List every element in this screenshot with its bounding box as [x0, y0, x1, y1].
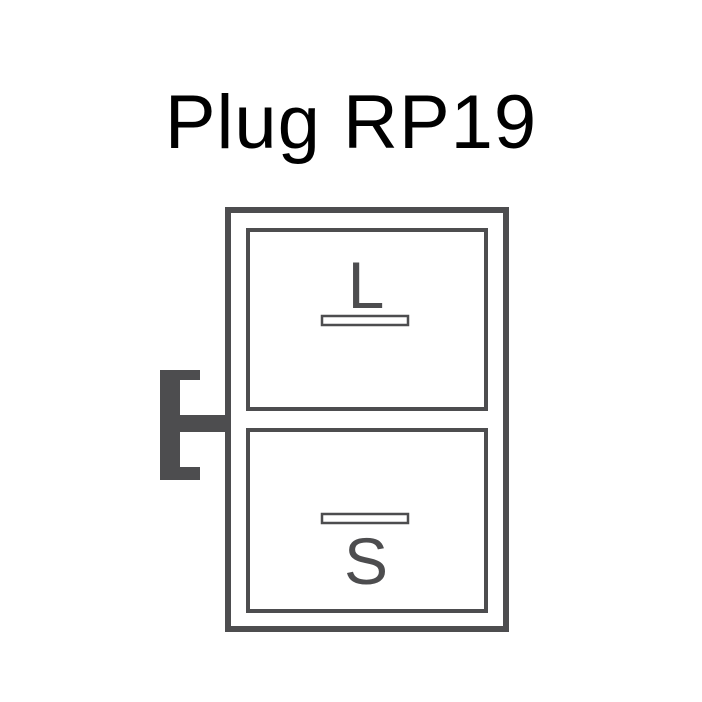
s-contact-bar [320, 512, 410, 525]
plug-latch-key [160, 370, 225, 480]
l-contact-bar [320, 314, 410, 327]
slot-compartment-bottom [246, 428, 488, 613]
plug-housing-outline [225, 207, 509, 632]
slot-compartment-top [246, 228, 488, 411]
slot-label-s: S [344, 524, 388, 598]
plug-title: Plug RP19 [164, 80, 538, 165]
slot-label-l: L [348, 248, 385, 322]
